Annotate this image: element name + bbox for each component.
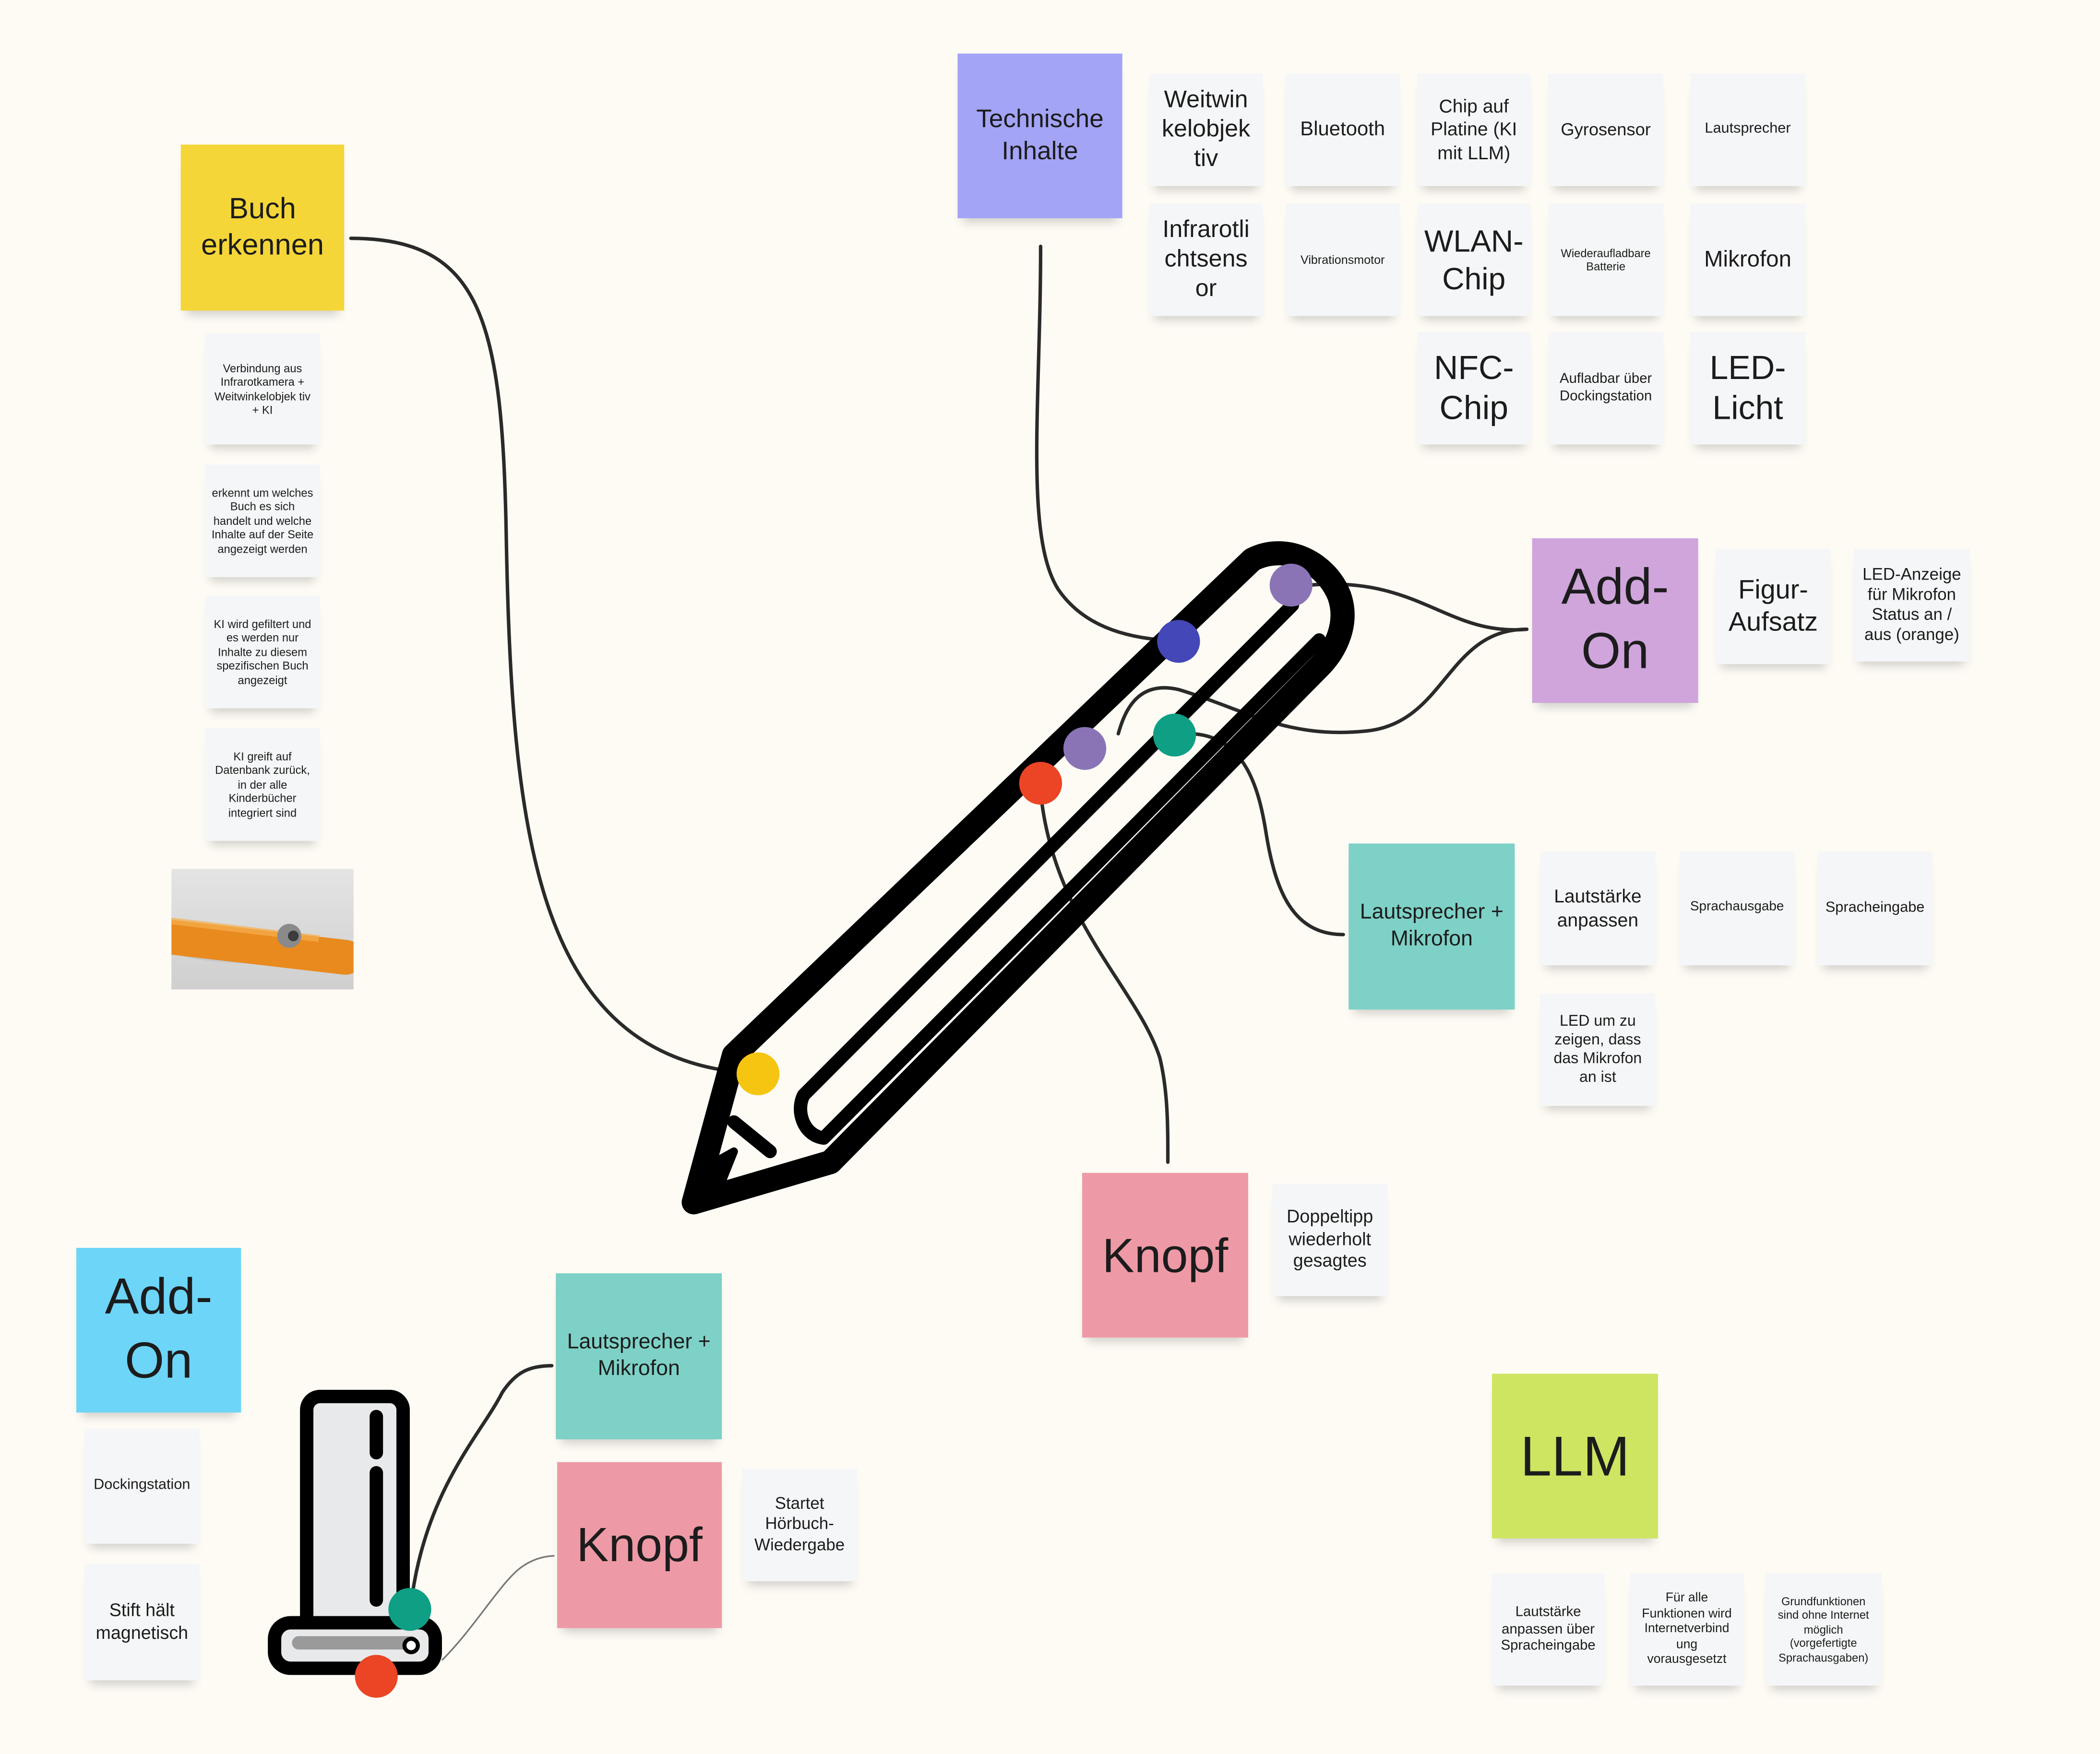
book-detail-1[interactable]: Verbindung aus Infrarotkamera + Weitwink…	[204, 333, 321, 445]
llm-grundfunktionen[interactable]: Grundfunktionen sind ohne Internet mögli…	[1765, 1573, 1882, 1686]
dot-addon-top[interactable]	[1269, 563, 1312, 607]
addon-dock-title-note[interactable]: Add-On	[76, 1248, 241, 1413]
pen-tip-image	[171, 917, 354, 975]
connector-knopf	[1040, 801, 1170, 1164]
connector-addon-b	[1116, 628, 1529, 735]
tech-bluetooth[interactable]: Bluetooth	[1286, 73, 1400, 186]
tech-batterie[interactable]: Wiederaufladbare Batterie	[1548, 203, 1664, 316]
dot-dock-speaker[interactable]	[388, 1588, 431, 1631]
pen-tip-photo[interactable]	[171, 869, 354, 990]
addon-figure-title-note[interactable]: Add-On	[1532, 538, 1698, 703]
llm-title-note[interactable]: LLM	[1491, 1374, 1659, 1539]
tech-vibrationsmotor[interactable]: Vibrationsmotor	[1286, 203, 1400, 316]
addon-dockingstation[interactable]: Dockingstation	[84, 1428, 200, 1544]
dot-technical[interactable]	[1157, 620, 1200, 663]
speaker-dock-title-note[interactable]: Lautsprecher + Mikrofon	[556, 1273, 722, 1440]
speaker-sprachausgabe[interactable]: Sprachausgabe	[1679, 851, 1795, 966]
llm-lautstaerke[interactable]: Lautstärke anpassen über Spracheingabe	[1491, 1573, 1605, 1686]
tech-aufladbar[interactable]: Aufladbar über Dockingstation	[1548, 332, 1664, 445]
book-title: Buch erkennen	[201, 191, 324, 261]
button-doppeltipp[interactable]: Doppeltipp wiederholt gesagtes	[1272, 1184, 1388, 1296]
book-detail-4[interactable]: KI greift auf Datenbank zurück, in der a…	[204, 728, 321, 841]
book-detail-2[interactable]: erkennt um welches Buch es sich handelt …	[204, 464, 321, 577]
speaker-pen-title-note[interactable]: Lautsprecher + Mikrofon	[1348, 843, 1515, 1010]
llm-internet[interactable]: Für alle Funktionen wird Internetverbind…	[1630, 1573, 1744, 1686]
tech-gyrosensor[interactable]: Gyrosensor	[1548, 73, 1664, 186]
connector-dock-speaker	[410, 1363, 554, 1595]
connector-book	[349, 237, 732, 1073]
connector-addon-a	[1308, 582, 1529, 632]
dot-dock-knopf[interactable]	[355, 1655, 398, 1698]
tech-nfc[interactable]: NFC-Chip	[1417, 332, 1531, 445]
pencil-icon	[681, 541, 1355, 1215]
tech-wlan[interactable]: WLAN-Chip	[1417, 203, 1531, 316]
dot-speaker[interactable]	[1153, 713, 1196, 757]
tech-lautsprecher[interactable]: Lautsprecher	[1690, 73, 1805, 186]
button-hoerbuch[interactable]: Startet Hörbuch-Wiedergabe	[742, 1469, 858, 1581]
button-dock-title-note[interactable]: Knopf	[557, 1462, 722, 1628]
dot-book[interactable]	[736, 1052, 780, 1095]
addon-figur-aufsatz[interactable]: Figur-Aufsatz	[1716, 549, 1831, 664]
book-detail-3[interactable]: KI wird gefiltert und es werden nur Inha…	[204, 595, 321, 709]
addon-led-anzeige[interactable]: LED-Anzeige für Mikrofon Status an / aus…	[1853, 549, 1970, 662]
dot-knopf[interactable]	[1019, 761, 1062, 805]
book-title-note[interactable]: Buch erkennen	[180, 144, 345, 311]
tech-led[interactable]: LED-Licht	[1690, 332, 1805, 445]
tech-mikrofon[interactable]: Mikrofon	[1690, 203, 1805, 316]
connector-dock-knopf	[441, 1555, 555, 1661]
tech-chip[interactable]: Chip auf Platine (KI mit LLM)	[1417, 73, 1531, 186]
tech-weitwinkel[interactable]: Weitwin kelobjek tiv	[1149, 73, 1263, 186]
button-pen-title-note[interactable]: Knopf	[1082, 1173, 1249, 1338]
docking-station-icon	[268, 1389, 442, 1675]
dot-addon-lower[interactable]	[1063, 727, 1107, 770]
speaker-spracheingabe[interactable]: Spracheingabe	[1817, 851, 1933, 966]
tech-infrarot[interactable]: Infrarotli chtsens or	[1149, 203, 1263, 316]
addon-magnetisch[interactable]: Stift hält magnetisch	[84, 1564, 200, 1681]
speaker-led[interactable]: LED um zu zeigen, dass das Mikrofon an i…	[1540, 993, 1656, 1106]
speaker-lautstaerke[interactable]: Lautstärke anpassen	[1540, 851, 1656, 966]
technical-title-note[interactable]: Technische Inhalte	[957, 53, 1122, 218]
connector-technical	[1035, 244, 1165, 642]
